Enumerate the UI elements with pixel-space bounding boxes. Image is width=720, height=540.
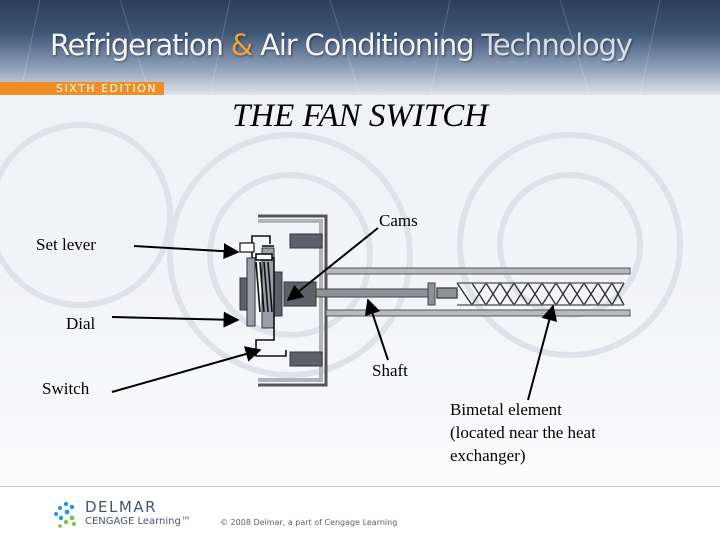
trademark-symbol: ™ xyxy=(181,516,191,527)
shaft xyxy=(300,289,435,297)
label-dial: Dial xyxy=(66,314,95,334)
dial xyxy=(240,258,255,326)
delmar-brand: DELMAR xyxy=(85,498,157,516)
label-switch: Switch xyxy=(42,379,89,399)
delmar-logo-icon xyxy=(52,500,82,530)
cengage-brand: CENGAGE Learning™ xyxy=(85,516,191,527)
cengage-brand-text: CENGAGE Learning xyxy=(85,516,181,527)
shaft-collar xyxy=(428,283,435,305)
label-bimetal-line1: Bimetal element xyxy=(450,398,596,421)
label-bimetal-element: Bimetal element (located near the heat e… xyxy=(450,398,596,467)
label-bimetal-line2: (located near the heat xyxy=(450,421,596,444)
set-lever-tab xyxy=(240,243,254,252)
label-cams: Cams xyxy=(379,211,418,231)
bimetal-element xyxy=(437,283,624,305)
label-bimetal-line3: exchanger) xyxy=(450,444,596,467)
label-shaft: Shaft xyxy=(372,361,408,381)
label-set-lever: Set lever xyxy=(36,235,96,255)
copyright-text: © 2008 Delmar, a part of Cengage Learnin… xyxy=(220,518,397,527)
